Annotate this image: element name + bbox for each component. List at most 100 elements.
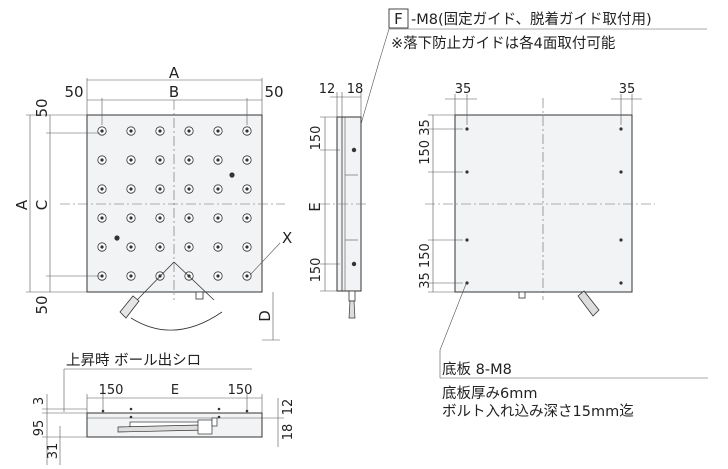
- front-ball: [129, 187, 133, 191]
- dim-A-top: A: [169, 64, 180, 82]
- raised-stopper: [211, 417, 218, 427]
- bottom-hole: [619, 238, 623, 242]
- front-ball: [216, 129, 220, 133]
- front-ball: [245, 216, 249, 220]
- base-note-1: 底板厚み6mm: [442, 384, 537, 402]
- front-ball: [245, 274, 249, 278]
- side-bolt: [348, 290, 356, 302]
- front-view: A B 50 50 A C 50 50 X D: [13, 64, 292, 341]
- raised-ball: [101, 409, 105, 413]
- raised-block: [197, 419, 213, 435]
- side-view: 12 18 150 E 150: [306, 82, 368, 319]
- raised-dim-3: 3: [32, 397, 47, 405]
- front-marker-dot: [114, 235, 120, 241]
- side-dim-18: 18: [347, 82, 364, 97]
- front-ball: [187, 187, 191, 191]
- side-dim-150-bottom: 150: [309, 258, 324, 283]
- bottom-dim-35-left: 35: [455, 82, 472, 97]
- front-ball: [129, 129, 133, 133]
- bottom-hole: [619, 127, 623, 131]
- f-box-letter: F: [394, 10, 403, 28]
- front-swing-line: [173, 261, 215, 301]
- raised-title: 上昇時 ボール出シロ: [66, 352, 201, 369]
- front-ball: [129, 158, 133, 162]
- bottom-view: 35 35 150 35 35 150 底板 8-M8 底板厚み6mm ボルト入…: [418, 82, 708, 420]
- side-hole: [351, 261, 357, 267]
- side-dim-150-top: 150: [309, 126, 324, 151]
- bottom-hole: [619, 281, 623, 285]
- front-ball: [216, 158, 220, 162]
- base-leader: [439, 283, 467, 351]
- bottom-stopper: [518, 291, 526, 299]
- front-ball: [100, 158, 104, 162]
- front-ball: [158, 187, 162, 191]
- raised-view: 上昇時 ボール出シロ 150 E 150 3 95 31: [32, 352, 296, 465]
- front-ball: [100, 274, 104, 278]
- front-marker-dot: [229, 172, 235, 178]
- front-ball: [100, 187, 104, 191]
- bottom-dim-35-150-top: 150 35: [418, 119, 433, 165]
- raised-ball: [129, 415, 133, 419]
- bottom-hole: [465, 170, 469, 174]
- raised-ball: [245, 409, 249, 413]
- front-ball: [187, 158, 191, 162]
- front-lever: [119, 295, 140, 319]
- raised-ball: [217, 407, 221, 411]
- front-ball: [216, 274, 220, 278]
- raised-dim-150-left: 150: [99, 383, 124, 398]
- f-box: [388, 8, 409, 29]
- bottom-hole: [465, 281, 469, 285]
- front-ball: [187, 129, 191, 133]
- raised-ball: [129, 407, 133, 411]
- front-ball: [216, 216, 220, 220]
- raised-ball: [217, 415, 221, 419]
- bottom-dim-35-150-bottom: 35 150: [418, 243, 433, 289]
- bottom-dim-35-right: 35: [619, 82, 636, 97]
- raised-dim-18: 18: [281, 424, 296, 441]
- front-ball: [100, 129, 104, 133]
- x-leader: [249, 242, 281, 276]
- side-dim-E: E: [306, 202, 324, 211]
- raised-dim-150-right: 150: [228, 383, 253, 398]
- front-ball: [187, 216, 191, 220]
- front-ball: [187, 245, 191, 249]
- dim-D: D: [256, 310, 274, 322]
- dim-50-top: 50: [33, 98, 51, 117]
- raised-dim-E: E: [171, 383, 179, 398]
- front-ball: [216, 245, 220, 249]
- front-ball: [158, 158, 162, 162]
- dim-50-left: 50: [64, 83, 83, 101]
- title-line-1: -M8(固定ガイド、脱着ガイド取付用): [411, 11, 652, 28]
- base-label: 底板 8-M8: [442, 360, 512, 378]
- dim-B: B: [169, 83, 179, 101]
- base-note-2: ボルト入れ込み深さ15mm迄: [442, 403, 634, 420]
- front-ball: [158, 129, 162, 133]
- raised-dim-31: 31: [46, 443, 61, 460]
- dim-X: X: [282, 229, 292, 247]
- side-lever: [348, 300, 356, 319]
- side-dim-12: 12: [319, 82, 336, 97]
- front-plate: [86, 114, 263, 293]
- bottom-plate: [454, 114, 633, 293]
- front-ball: [129, 274, 133, 278]
- front-ball: [245, 245, 249, 249]
- front-ball: [245, 158, 249, 162]
- dim-A-side: A: [13, 199, 31, 210]
- bottom-hole: [619, 170, 623, 174]
- front-swing-arc: [130, 311, 223, 331]
- front-stopper: [195, 291, 204, 300]
- side-hole: [351, 147, 357, 153]
- bottom-hole: [465, 127, 469, 131]
- bottom-lever: [577, 290, 600, 317]
- front-ball: [245, 187, 249, 191]
- front-ball: [129, 245, 133, 249]
- front-ball: [100, 245, 104, 249]
- dim-C: C: [33, 200, 51, 210]
- title-line-2: ※落下防止ガイドは各4面取付可能: [391, 35, 615, 52]
- raised-dim-95: 95: [32, 420, 47, 437]
- dim-50-bottom: 50: [33, 295, 51, 314]
- front-ball: [158, 216, 162, 220]
- front-ball: [100, 216, 104, 220]
- bottom-hole: [465, 238, 469, 242]
